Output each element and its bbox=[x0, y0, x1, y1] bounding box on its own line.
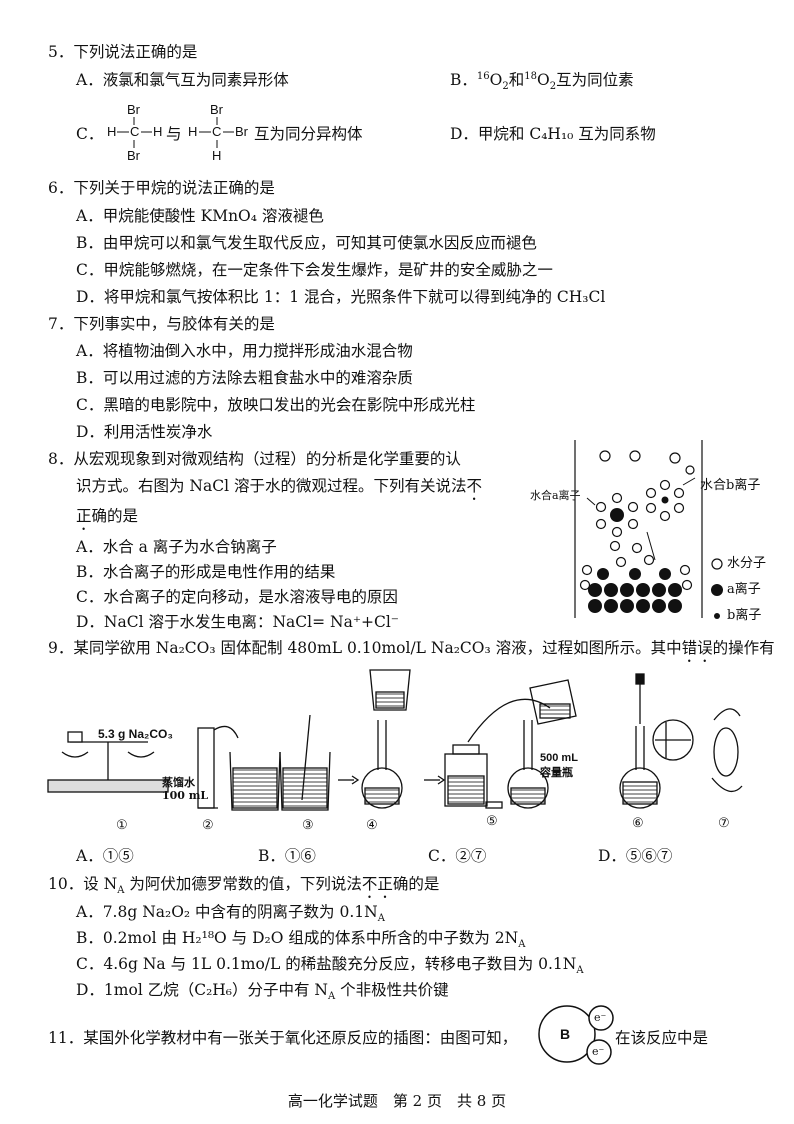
solution-preparation-figure bbox=[47, 669, 743, 811]
mol2-bottom: H bbox=[212, 148, 222, 163]
q9-step-5: ⑤ bbox=[486, 814, 498, 829]
q8-stem-line3: 正确的是 bbox=[76, 507, 139, 525]
q9-fig-flask-volume: 500 mL bbox=[540, 752, 578, 764]
q6-option-b: B．由甲烷可以和氯气发生取代反应，可知其可使氯水因反应而褪色 bbox=[76, 234, 537, 252]
redox-electron-1: e⁻ bbox=[594, 1011, 607, 1024]
q6-option-d: D．将甲烷和氯气按体积比 1：1 混合，光照条件下就可以得到纯净的 CH₃Cl bbox=[76, 288, 606, 306]
q7-stem: 7．下列事实中，与胶体有关的是 bbox=[48, 315, 275, 333]
q7-option-a: A．将植物油倒入水中，用力搅拌形成油水混合物 bbox=[76, 342, 413, 360]
q9-fig-water1: 蒸馏水 bbox=[162, 776, 195, 789]
q8-option-a: A．水合 a 离子为水合钠离子 bbox=[76, 538, 277, 556]
q9-stem: 9．某同学欲用 Na₂CO₃ 固体配制 480mL 0.10mol/L Na₂C… bbox=[48, 639, 775, 657]
q5-option-c-prefix: C． bbox=[76, 125, 104, 143]
q8-label-hydrated-b: 水合b离子 bbox=[700, 478, 761, 493]
mol2-right: Br bbox=[235, 124, 248, 139]
q7-option-b: B．可以用过滤的方法除去粗食盐水中的难溶杂质 bbox=[76, 369, 413, 387]
q8-option-d: D．NaCl 溶于水发生电离：NaCl= Na⁺+Cl⁻ bbox=[76, 613, 399, 631]
q10-option-b: B．0.2mol 由 H₂¹⁸O 与 D₂O 组成的体系中所含的中子数为 2NA bbox=[76, 929, 526, 951]
q9-fig-flask-label: 容量瓶 bbox=[540, 766, 573, 779]
mol1-bonds bbox=[117, 117, 152, 148]
q8-legend-water: 水分子 bbox=[727, 556, 767, 571]
q6-option-c: C．甲烷能够燃烧，在一定条件下会发生爆炸，是矿井的安全威胁之一 bbox=[76, 261, 553, 279]
q9-option-b: B．①⑥ bbox=[258, 847, 316, 865]
q9-step-1: ① bbox=[116, 818, 128, 833]
q7-option-c: C．黑暗的电影院中，放映口发出的光会在影院中形成光柱 bbox=[76, 396, 476, 414]
mol2-bonds bbox=[199, 117, 234, 148]
q9-fig-water2: 100 mL bbox=[162, 789, 209, 802]
q10-option-a: A．7.8g Na₂O₂ 中含有的阴离子数为 0.1NA bbox=[76, 903, 385, 925]
mol1-left: H bbox=[107, 124, 117, 139]
redox-illustration bbox=[538, 1005, 614, 1065]
mol1-center: C bbox=[130, 124, 140, 139]
q5-option-b: B．16O2和18O2互为同位素 bbox=[450, 70, 634, 93]
q9-option-a: A．①⑤ bbox=[76, 847, 134, 865]
mol1-top: Br bbox=[127, 102, 140, 117]
q8-stem-line1: 8．从宏观现象到对微观结构（过程）的分析是化学重要的认 bbox=[48, 450, 461, 468]
nacl-dissolution-figure bbox=[574, 440, 723, 619]
mol2-center: C bbox=[212, 124, 222, 139]
q7-option-d: D．利用活性炭净水 bbox=[76, 423, 213, 441]
mol2-top: Br bbox=[210, 102, 223, 117]
q8-option-c: C．水合离子的定向移动，是水溶液导电的原因 bbox=[76, 588, 398, 606]
q9-fig-mass: 5.3 g Na₂CO₃ bbox=[98, 727, 173, 741]
q9-step-3: ③ bbox=[302, 818, 314, 833]
q8-stem-line2: 识方式。右图为 NaCl 溶于水的微观过程。下列有关说法不 bbox=[76, 477, 482, 495]
redox-center-label: B bbox=[560, 1026, 571, 1042]
q10-option-c: C．4.6g Na 与 1L 0.1mo/L 的稀盐酸充分反应，转移电子数目为 … bbox=[76, 955, 584, 977]
q8-legend-b: b离子 bbox=[727, 608, 762, 623]
q5-option-c-mid: 与 bbox=[166, 125, 182, 143]
q11-stem-part1: 11．某国外化学教材中有一张关于氧化还原反应的插图：由图可知， bbox=[48, 1029, 518, 1047]
q9-step-6: ⑥ bbox=[632, 816, 644, 831]
q5-option-d: D．甲烷和 C₄H₁₀ 互为同系物 bbox=[450, 125, 656, 143]
q9-step-4: ④ bbox=[366, 818, 378, 833]
q5-stem: 5．下列说法正确的是 bbox=[48, 43, 198, 61]
q5-option-c-tail: 互为同分异构体 bbox=[254, 125, 363, 143]
q10-stem: 10．设 NA 为阿伏加德罗常数的值，下列说法不正确的是 bbox=[48, 875, 440, 897]
q10-option-d: D．1mol 乙烷（C₂H₆）分子中有 NA 个非极性共价键 bbox=[76, 981, 449, 1003]
q8-label-hydrated-a: 水合a离子 bbox=[530, 489, 581, 502]
redox-electron-2: e⁻ bbox=[592, 1045, 605, 1058]
mol2-left: H bbox=[188, 124, 198, 139]
mol1-right: H bbox=[153, 124, 163, 139]
q9-option-d: D．⑤⑥⑦ bbox=[598, 847, 673, 865]
page-footer: 高一化学试题 第 2 页 共 8 页 bbox=[287, 1092, 507, 1110]
q9-step-7: ⑦ bbox=[718, 816, 730, 831]
mol1-bottom: Br bbox=[127, 148, 140, 163]
q5-option-a: A．液氯和氯气互为同素异形体 bbox=[76, 71, 289, 89]
q8-option-b: B．水合离子的形成是电性作用的结果 bbox=[76, 563, 336, 581]
q11-stem-part2: 在该反应中是 bbox=[615, 1029, 709, 1047]
q6-stem: 6．下列关于甲烷的说法正确的是 bbox=[48, 179, 275, 197]
q9-option-c: C．②⑦ bbox=[428, 847, 487, 865]
q9-step-2: ② bbox=[202, 818, 214, 833]
q6-option-a: A．甲烷能使酸性 KMnO₄ 溶液褪色 bbox=[76, 207, 324, 225]
q8-legend-a: a离子 bbox=[727, 582, 761, 597]
